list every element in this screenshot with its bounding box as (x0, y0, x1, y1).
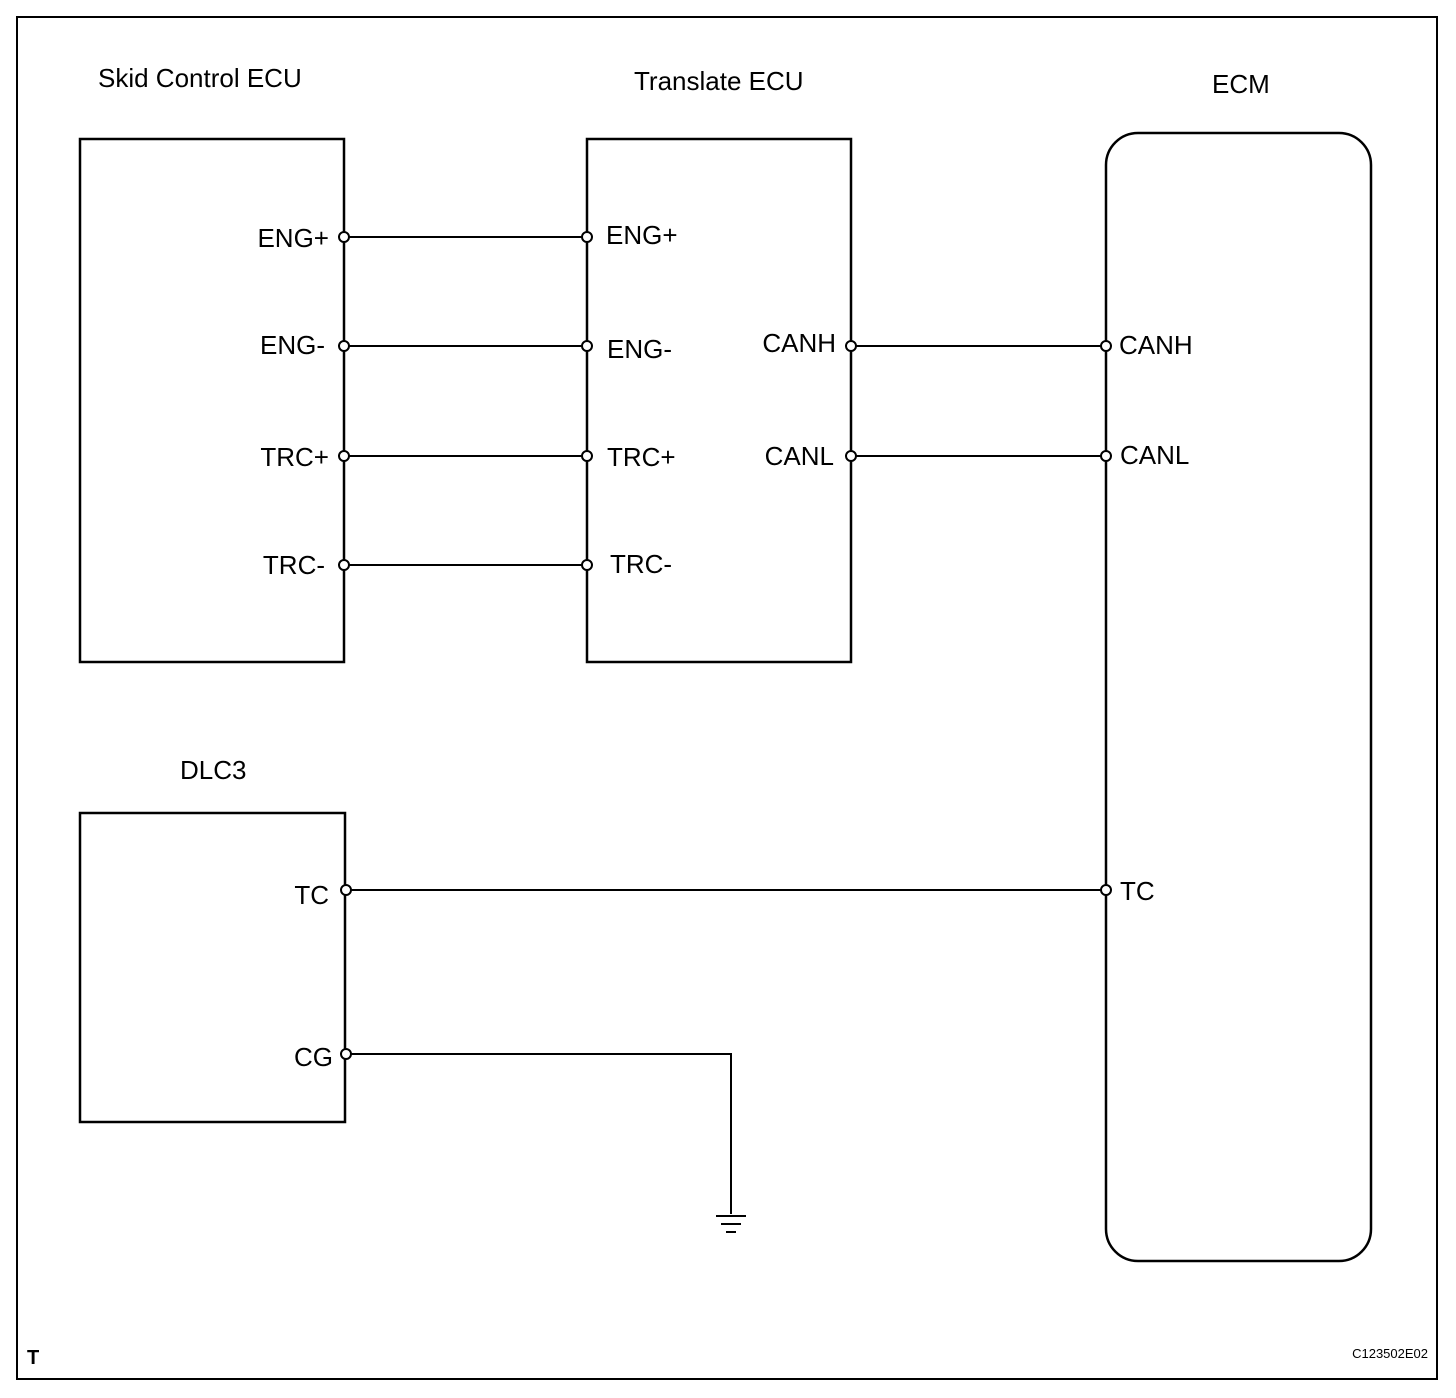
skid-pin-eng-plus-label: ENG+ (257, 223, 329, 253)
ecm-pin-canl-label: CANL (1120, 440, 1189, 470)
terminal-ecm-canl (1100, 450, 1112, 462)
dlc3-pin-tc-label: TC (294, 880, 329, 910)
terminal-dlc3-cg (340, 1048, 352, 1060)
terminal-ecm-canh (1100, 340, 1112, 352)
translate-pin-trc-minus-label: TRC- (610, 549, 672, 579)
translate-ecu-title: Translate ECU (634, 66, 804, 96)
dlc3-pin-cg-label: CG (294, 1042, 333, 1072)
dlc3: DLC3 TC CG (78, 755, 347, 1124)
terminal-skid-eng-plus (338, 231, 350, 243)
terminal-translate-eng-minus (581, 340, 593, 352)
ground-icon (716, 1215, 746, 1233)
skid-control-ecu: Skid Control ECU ENG+ ENG- TRC+ TRC- (78, 63, 346, 664)
dlc3-box (78, 811, 347, 1124)
terminal-translate-canl (845, 450, 857, 462)
skid-control-ecu-box (78, 137, 346, 664)
translate-pin-canh-label: CANH (762, 328, 836, 358)
terminal-translate-trc-minus (581, 559, 593, 571)
skid-pin-trc-plus-label: TRC+ (260, 442, 329, 472)
translate-pin-canl-label: CANL (765, 441, 834, 471)
terminal-ecm-tc (1100, 884, 1112, 896)
terminal-translate-trc-plus (581, 450, 593, 462)
terminal-translate-eng-plus (581, 231, 593, 243)
translate-ecu-box (585, 137, 853, 664)
terminal-dlc3-tc (340, 884, 352, 896)
terminal-translate-canh (845, 340, 857, 352)
skid-control-ecu-title: Skid Control ECU (98, 63, 302, 93)
ecm-pin-canh-label: CANH (1119, 330, 1193, 360)
terminals (338, 231, 1112, 1060)
ecm-box (1104, 131, 1373, 1263)
translate-pin-eng-minus-label: ENG- (607, 334, 672, 364)
ecm-title: ECM (1212, 69, 1270, 99)
wire-cg-ground (346, 1053, 732, 1214)
translate-pin-eng-plus-label: ENG+ (606, 220, 678, 250)
terminal-skid-trc-minus (338, 559, 350, 571)
dlc3-title: DLC3 (180, 755, 246, 785)
ecm: ECM CANH CANL TC (1104, 69, 1373, 1263)
terminal-skid-eng-minus (338, 340, 350, 352)
wires (344, 236, 1106, 1214)
diagram-frame (16, 16, 1438, 1380)
skid-pin-trc-minus-label: TRC- (263, 550, 325, 580)
corner-mark: T (27, 1347, 39, 1369)
translate-pin-trc-plus-label: TRC+ (607, 442, 676, 472)
skid-pin-eng-minus-label: ENG- (260, 330, 325, 360)
ecm-pin-tc-label: TC (1120, 876, 1155, 906)
terminal-skid-trc-plus (338, 450, 350, 462)
figure-code: C123502E02 (1352, 1346, 1428, 1361)
translate-ecu: Translate ECU ENG+ ENG- TRC+ TRC- CANH C… (585, 66, 853, 664)
